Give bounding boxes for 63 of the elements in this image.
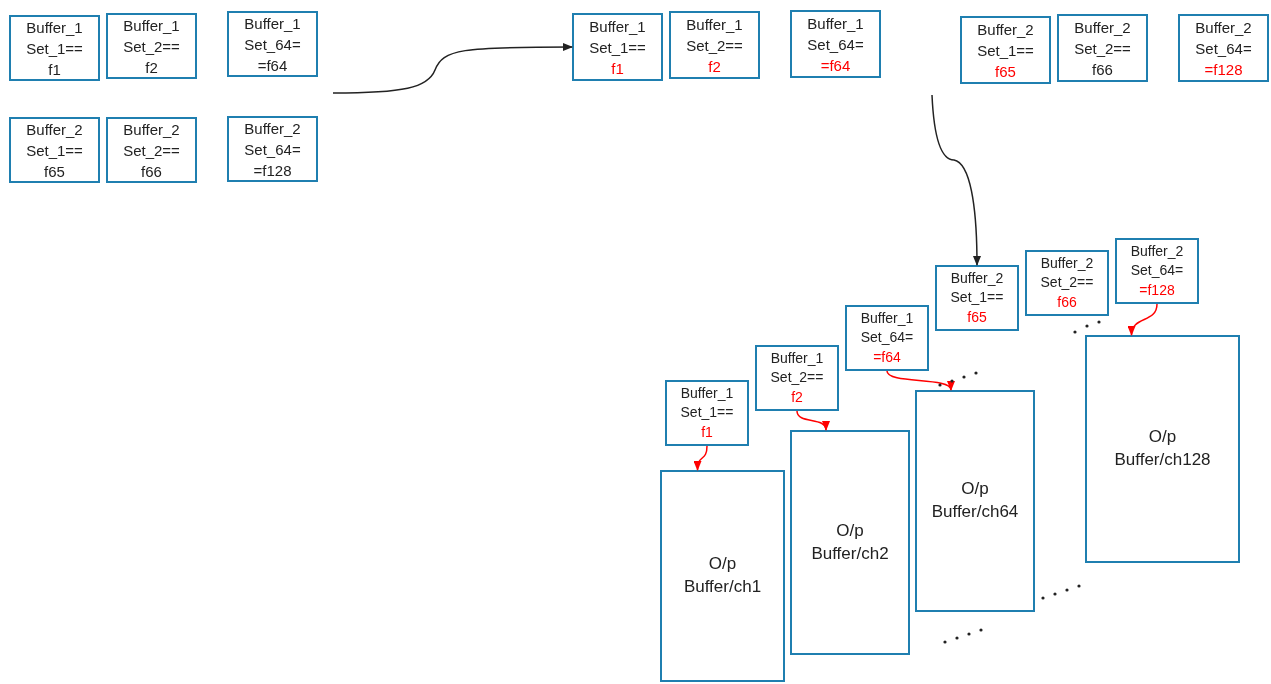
buffer-box (790, 10, 881, 78)
buffer-box (227, 11, 318, 77)
buffer-box (1115, 238, 1199, 304)
buffer-box (1178, 14, 1269, 82)
buffer-label: Buffer_2 Set_64= (243, 118, 302, 160)
buffer-label: Buffer_1 Set_2== (769, 348, 825, 388)
buffer-label: O/p Buffer/ch2 (811, 519, 889, 565)
value-label: f2 (708, 56, 721, 77)
value-label: f1 (611, 58, 624, 79)
buffer-box (845, 305, 929, 371)
arrow (886, 370, 952, 391)
buffer-label: O/p Buffer/ch64 (931, 478, 1019, 523)
output-buffer-box (660, 470, 785, 682)
buffer-box (1057, 14, 1148, 82)
arrow (332, 43, 573, 94)
value-label: f1 (48, 59, 61, 80)
buffer-box (572, 13, 663, 81)
value-label: =f64 (257, 55, 288, 76)
buffer-box (9, 15, 100, 81)
value-label: f66 (1057, 292, 1077, 312)
output-buffer-box (915, 390, 1035, 612)
value-label: f66 (141, 161, 162, 182)
value-label: =f64 (873, 347, 901, 367)
buffer-box (1025, 250, 1109, 316)
buffer-label: Buffer_1 Set_1== (679, 383, 735, 423)
buffer-box (665, 380, 749, 446)
buffer-box (227, 116, 318, 182)
buffer-label: Buffer_1 Set_2== (685, 14, 744, 56)
buffer-box (669, 11, 760, 79)
output-buffer-box (790, 430, 910, 655)
value-label: f65 (995, 61, 1016, 82)
value-label: =f128 (1204, 59, 1243, 80)
arrow (694, 445, 708, 471)
buffer-label: Buffer_1 Set_64= (806, 13, 865, 55)
value-label: f66 (1092, 59, 1113, 80)
value-label: f1 (701, 422, 713, 442)
buffer-label: Buffer_1 Set_64= (243, 13, 302, 55)
value-label: f2 (791, 387, 803, 407)
buffer-label: Buffer_1 Set_64= (859, 308, 915, 348)
value-label: =f128 (253, 160, 292, 181)
buffer-box (935, 265, 1019, 331)
buffer-box (960, 16, 1051, 84)
arrow (796, 410, 829, 431)
buffer-box (106, 117, 197, 183)
arrow (1128, 303, 1158, 336)
arrow (931, 94, 981, 266)
buffer-box (755, 345, 839, 411)
buffer-label: Buffer_2 Set_1== (976, 19, 1035, 61)
buffer-label: Buffer_2 Set_2== (1039, 253, 1095, 293)
value-label: f65 (967, 307, 987, 327)
buffer-box (9, 117, 100, 183)
value-label: =f64 (820, 55, 851, 76)
buffer-label: O/p Buffer/ch1 (683, 553, 762, 598)
output-buffer-box (1085, 335, 1240, 563)
buffer-box (106, 13, 197, 79)
value-label: =f128 (1139, 280, 1175, 300)
value-label: f65 (44, 161, 65, 182)
buffer-label: Buffer_2 Set_1== (949, 268, 1005, 308)
buffer-label: Buffer_2 Set_64= (1129, 241, 1185, 281)
buffer-label: Buffer_2 Set_64= (1194, 17, 1253, 59)
buffer-label: O/p Buffer/ch128 (1114, 426, 1211, 471)
buffer-label: Buffer_1 Set_1== (588, 16, 647, 58)
value-label: f2 (145, 57, 158, 78)
